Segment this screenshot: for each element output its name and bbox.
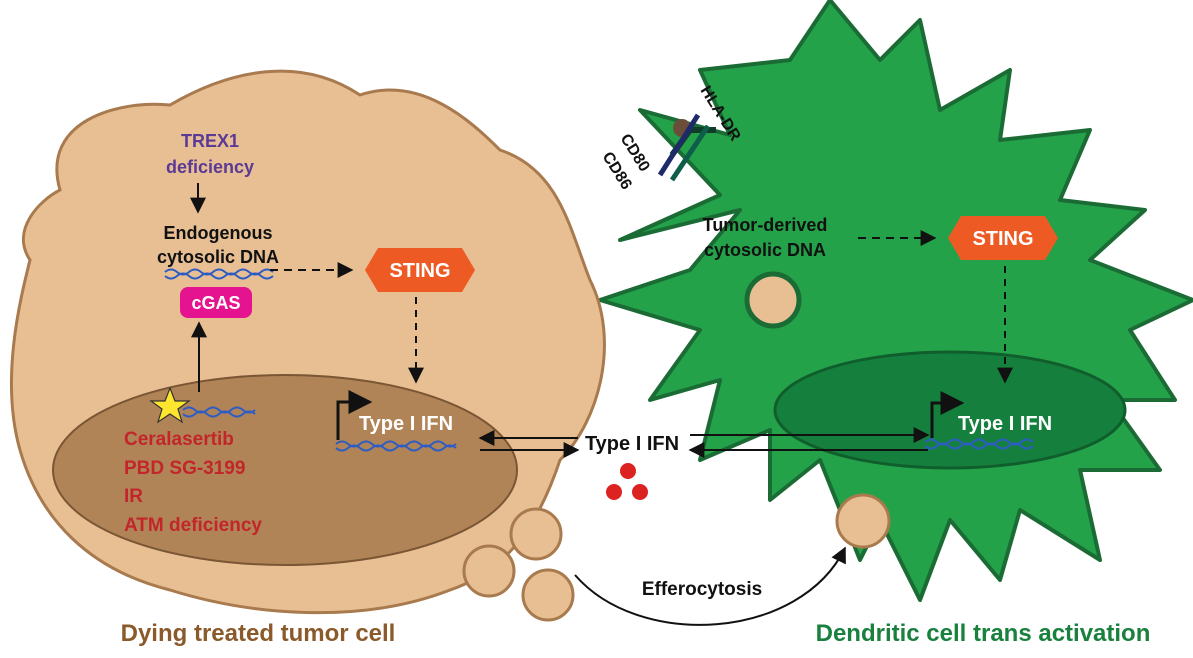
treatment-item: IR [124, 486, 143, 507]
ifn-gene-dna-icon [924, 442, 1034, 450]
tumor-dna-label-line2: cytosolic DNA [704, 240, 826, 260]
cgas-box [180, 287, 252, 318]
dna-strand-icon [164, 272, 274, 280]
caption-dendritic-cell: Dendritic cell trans activation [816, 620, 1151, 647]
apoptotic-body [462, 544, 516, 598]
engulfed-vesicle [744, 271, 802, 329]
apoptotic-body [521, 568, 575, 622]
gene-promoter-arrow-left [336, 390, 373, 440]
treatment-item: Ceralasertib [124, 429, 234, 450]
damaged-dna-icon [182, 410, 256, 418]
sting-hexagon-right [948, 216, 1058, 260]
trex1-label-line2: deficiency [166, 157, 254, 177]
gene-promoter-arrow-right [930, 391, 965, 438]
cgas-label: cGAS [191, 293, 240, 313]
type-ifn-label-center: Type I IFN [585, 433, 679, 455]
caption-tumor-cell: Dying treated tumor cell [121, 620, 396, 647]
receptor-icon [657, 113, 716, 182]
apoptotic-body-engulfing [835, 493, 891, 549]
ifn-gene-dna-icon [335, 444, 457, 452]
ifn-dot [632, 484, 648, 500]
ifn-dot [606, 484, 622, 500]
dendritic-cell-body [598, 0, 1193, 602]
apoptotic-body [509, 507, 563, 561]
endogenous-dna-label-line1: Endogenous [164, 223, 273, 243]
sting-label-right: STING [972, 228, 1033, 250]
type-ifn-label-left: Type I IFN [359, 413, 453, 435]
sting-hexagon-left [365, 248, 475, 292]
trex1-label-line1: TREX1 [181, 131, 239, 151]
sting-label-left: STING [389, 260, 450, 282]
efferocytosis-arrow [574, 546, 846, 626]
efferocytosis-label: Efferocytosis [642, 579, 762, 600]
damaged-dna-icon [182, 406, 256, 414]
treatment-item: ATM deficiency [124, 515, 262, 536]
endogenous-dna-label-line2: cytosolic DNA [157, 247, 279, 267]
tumor-dna-label-line1: Tumor-derived [703, 215, 828, 235]
treatment-item: PBD SG-3199 [124, 458, 245, 479]
type-ifn-label-right: Type I IFN [958, 413, 1052, 435]
dna-damage-star-icon [149, 386, 191, 424]
ifn-dot [620, 463, 636, 479]
tumor-cell-nucleus [52, 374, 518, 566]
